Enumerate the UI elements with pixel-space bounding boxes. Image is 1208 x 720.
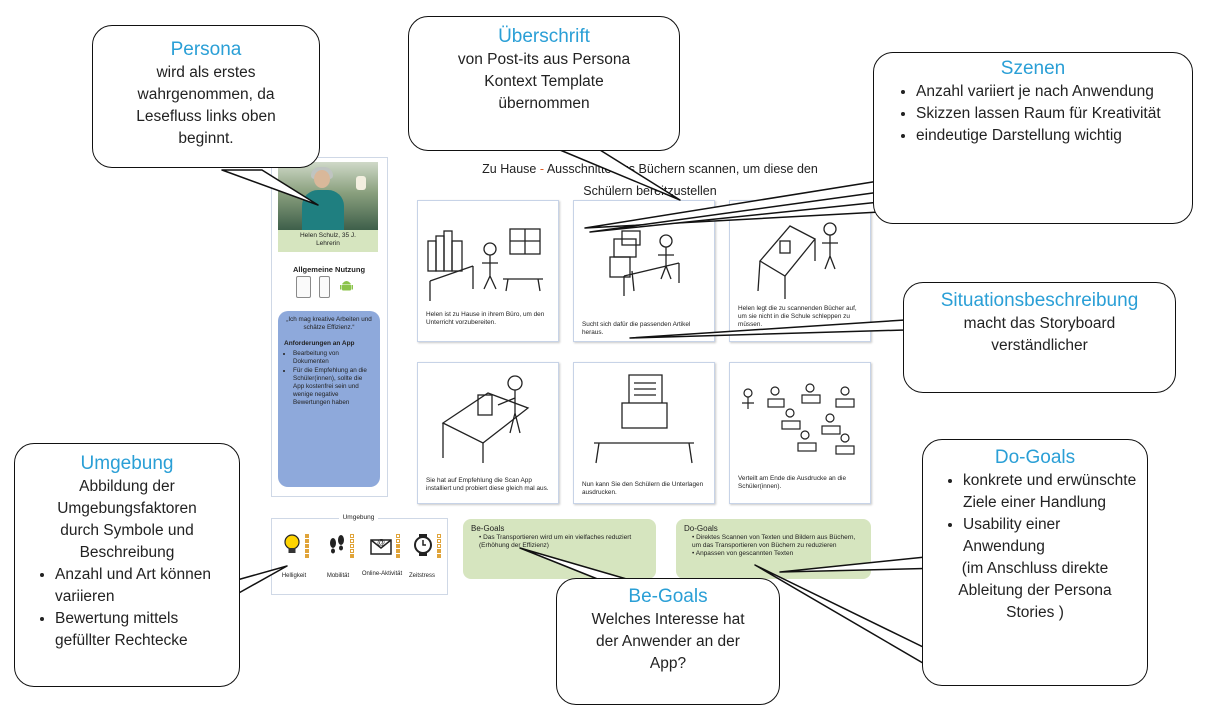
- rating-square: [437, 554, 441, 558]
- scene-sketch: [427, 228, 543, 301]
- env-label: Online-Aktivität: [361, 571, 403, 577]
- callout-text: macht das Storyboard verständlicher: [963, 315, 1116, 354]
- rating-square: [396, 539, 400, 543]
- be-goals-title: Be-Goals: [471, 524, 505, 533]
- rating-square: [350, 549, 354, 553]
- requirement-item: Für die Empfehlung an die Schüler(innen)…: [293, 367, 374, 407]
- callout-persona: Persona wird als erstes wahrgenommen, da…: [92, 25, 320, 168]
- scene-sketch: [742, 383, 855, 455]
- scene-panel: Nun kann Sie den Schülern die Unterlagen…: [573, 362, 715, 504]
- rating-square: [305, 549, 309, 553]
- scene-caption: Helen ist zu Hause in ihrem Büro, um den…: [426, 311, 545, 326]
- callout-szenen: Szenen Anzahl variiert je nach Anwendung…: [873, 52, 1193, 224]
- callout-title: Persona: [170, 39, 242, 60]
- scene-caption: Sucht sich dafür die passenden Artikel h…: [582, 321, 691, 336]
- requirement-item: Bearbeitung von Dokumenten: [293, 350, 374, 366]
- rating-bars: [350, 534, 354, 559]
- environment-title: Umgebung: [271, 514, 446, 521]
- callout-title: Be-Goals: [628, 586, 708, 607]
- scene-sketch: [594, 374, 694, 464]
- email-icon: @: [370, 538, 392, 555]
- scene-caption: Nun kann Sie den Schülern die Unterlagen…: [582, 481, 704, 496]
- phone-icon: [319, 276, 330, 298]
- callout-ueberschrift: Überschrift von Post-its aus Persona Kon…: [408, 16, 680, 151]
- rating-square: [305, 554, 309, 558]
- callout-do-goals: Do-Goals konkrete und erwünschte Ziele e…: [922, 439, 1148, 686]
- rating-square: [350, 554, 354, 558]
- scene-panel: Helen legt die zu scannenden Bücher auf,…: [729, 200, 871, 342]
- lightbulb-icon: [284, 534, 300, 553]
- persona-role: Lehrerin: [316, 240, 340, 247]
- callout-title: Umgebung: [80, 453, 174, 474]
- rating-square: [350, 539, 354, 543]
- rating-square: [305, 544, 309, 548]
- callout-note: (im Anschluss direkte Ableitung der Pers…: [958, 560, 1112, 621]
- rating-square: [437, 539, 441, 543]
- rating-square: [396, 549, 400, 553]
- watch-icon: [414, 534, 432, 556]
- callout-text: Welches Interesse hat der Anwender an de…: [591, 611, 745, 672]
- be-goals-box: Be-Goals Das Transportieren wird um ein …: [463, 519, 656, 579]
- env-label: Mobilität: [326, 573, 350, 579]
- callout-bullet: eindeutige Darstellung wichtig: [916, 125, 1192, 147]
- requirements-box: „Ich mag kreative Arbeiten und schätze E…: [278, 311, 380, 487]
- callout-be-goals: Be-Goals Welches Interesse hat der Anwen…: [556, 578, 780, 705]
- persona-name-box: Helen Schulz, 35 J. Lehrerin: [278, 230, 378, 252]
- rating-square: [305, 534, 309, 538]
- be-goal-item: Das Transportieren wird um ein vielfache…: [479, 534, 648, 550]
- scene-panel: Sie hat auf Empfehlung die Scan App inst…: [417, 362, 559, 504]
- do-goals-title: Do-Goals: [684, 524, 718, 533]
- callout-title: Do-Goals: [994, 447, 1076, 468]
- scene-panel: Helen ist zu Hause in ihrem Büro, um den…: [417, 200, 559, 342]
- usage-title: Allgemeine Nutzung: [292, 265, 366, 274]
- callout-bullet: Usability einer Anwendung: [963, 514, 1137, 558]
- scene-sketch: [609, 230, 680, 296]
- scene-caption: Sie hat auf Empfehlung die Scan App inst…: [426, 477, 549, 492]
- rating-square: [437, 544, 441, 548]
- rating-square: [437, 549, 441, 553]
- env-label: Zeitstress: [408, 573, 435, 579]
- callout-situationsbeschreibung: Situationsbeschreibung macht das Storybo…: [903, 282, 1176, 393]
- callout-text: wird als erstes wahrgenommen, da Leseflu…: [136, 64, 276, 147]
- env-label: Helligkeit: [281, 573, 307, 579]
- android-icon: [340, 281, 353, 291]
- persona-name: Helen Schulz, 35 J.: [299, 232, 356, 239]
- do-goal-item: Direktes Scannen von Texten und Bildern …: [692, 534, 863, 550]
- scene-sketch: [441, 375, 530, 463]
- callout-bullet: konkrete und erwünschte Ziele einer Hand…: [963, 470, 1137, 514]
- callout-title: Überschrift: [498, 26, 590, 47]
- rating-bars: [305, 534, 309, 559]
- scene-sketch: [757, 222, 838, 299]
- callout-text: Abbildung der Umgebungsfaktoren durch Sy…: [57, 478, 197, 561]
- svg-text:@: @: [377, 538, 385, 547]
- requirements-title: Anforderungen an App: [284, 340, 355, 347]
- footprints-icon: [330, 535, 344, 554]
- rating-square: [437, 534, 441, 538]
- tablet-icon: [296, 276, 311, 298]
- callout-bullet: Bewertung mittels gefüllter Rechtecke: [55, 608, 229, 652]
- persona-photo: [278, 162, 378, 230]
- rating-square: [396, 554, 400, 558]
- callout-umgebung: Umgebung Abbildung der Umgebungsfaktoren…: [14, 443, 240, 687]
- rating-square: [396, 534, 400, 538]
- persona-quote: „Ich mag kreative Arbeiten und schätze E…: [286, 316, 372, 331]
- rating-square: [350, 544, 354, 548]
- rating-square: [305, 539, 309, 543]
- rating-square: [350, 534, 354, 538]
- rating-bars: [396, 534, 400, 559]
- scene-caption: Helen legt die zu scannenden Bücher auf,…: [738, 305, 857, 328]
- scene-caption: Verteilt am Ende die Ausdrucke an die Sc…: [738, 475, 846, 490]
- callout-title: Situationsbeschreibung: [940, 290, 1139, 311]
- do-goal-item: Anpassen von gescannten Texten: [692, 550, 863, 558]
- callout-text: von Post-its aus Persona Kontext Templat…: [457, 51, 631, 112]
- callout-title: Szenen: [1000, 58, 1066, 79]
- callout-bullet: Anzahl variiert je nach Anwendung: [916, 81, 1192, 103]
- scene-panel: Verteilt am Ende die Ausdrucke an die Sc…: [729, 362, 871, 504]
- rating-bars: [437, 534, 441, 559]
- callout-bullet: Skizzen lassen Raum für Kreativität: [916, 103, 1192, 125]
- callout-bullet: Anzahl und Art können variieren: [55, 564, 229, 608]
- rating-square: [396, 544, 400, 548]
